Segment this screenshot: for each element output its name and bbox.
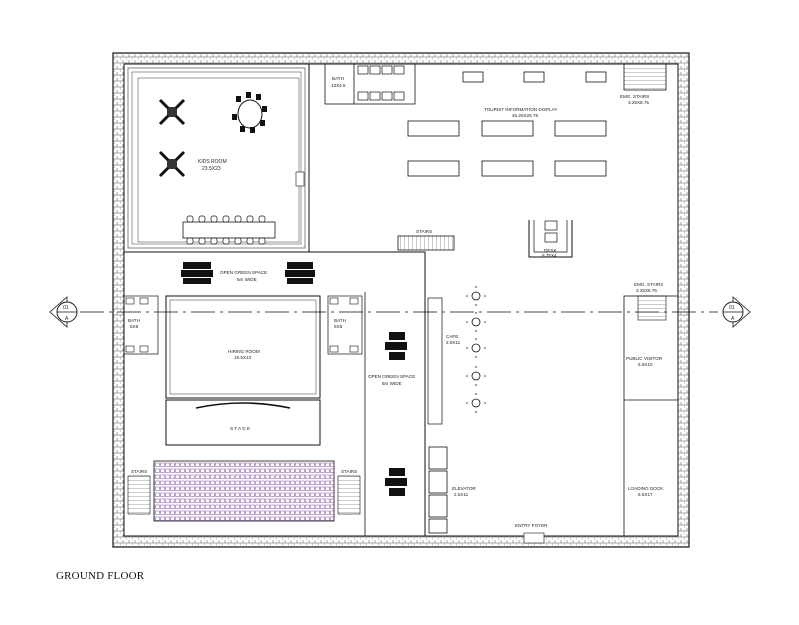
kids-room: KIDS ROOM 23.5X23 <box>123 63 310 253</box>
open-green-mid-size: 5m WIDE <box>382 381 402 386</box>
emg-stairs-top: EMG. STAIRS 3.25X8.75 <box>620 63 667 105</box>
section-letter-left: A <box>65 316 69 322</box>
desk: DESK 6.75X4 <box>528 220 573 258</box>
public-visitor-size: 6.5X10 <box>638 362 653 367</box>
central-block <box>123 64 426 537</box>
open-green-mid-label: OPEN GREEN SPACE <box>368 374 415 379</box>
kids-room-label: KIDS ROOM <box>198 159 227 165</box>
stage: S T A G E <box>165 399 321 446</box>
bath-right-label: BATH <box>334 318 346 323</box>
section-marker-left: 01 A <box>49 296 78 328</box>
section-letter-right: A <box>731 316 735 322</box>
stairs-mid: STAIRS <box>397 229 455 251</box>
open-green-top-label: OPEN GREEN SPACE <box>220 270 267 275</box>
open-green-top: OPEN GREEN SPACE 5m WIDE <box>181 262 315 284</box>
loading-dock-label: LOADING DOCK <box>628 486 664 491</box>
stairs-mid-label: STAIRS <box>416 229 432 234</box>
entry-foyer: ENTRY FOYER <box>515 523 548 544</box>
bath-right-size: 5X8 <box>334 324 343 329</box>
kids-room-size: 23.5X23 <box>202 166 221 172</box>
open-green-mid: OPEN GREEN SPACE 5m WIDE <box>368 332 415 496</box>
cafe: CAFE 2.5X11 <box>427 286 486 425</box>
hiring-room-size: 19.5X13 <box>234 355 252 360</box>
kids-bench <box>182 215 276 245</box>
bath-top: BATH 13X4.5 <box>324 63 416 105</box>
bath-right: BATH 5X8 <box>327 295 363 355</box>
right-service-column: EMG. STAIRS 3.25X8.75 PUBLIC VISITOR 6.5… <box>623 282 679 537</box>
section-marker-right: 01 A <box>722 296 751 328</box>
bath-left-size: 5X8 <box>130 324 139 329</box>
emg-stairs-mid-label: EMG. STAIRS <box>634 282 663 287</box>
hiring-room-label: HIRING ROOM <box>228 349 260 354</box>
desk-size: 6.75X4 <box>542 253 557 258</box>
elevator-size: 2.5X11 <box>454 492 469 497</box>
emg-stairs-top-label: EMG. STAIRS <box>620 94 649 99</box>
auditorium-seating: STAIRS STAIRS <box>127 460 361 522</box>
loading-dock-size: 6.5X17 <box>638 492 653 497</box>
public-visitor-label: PUBLIC VISITOR <box>626 356 663 361</box>
drawing-title: GROUND FLOOR <box>56 570 145 582</box>
kids-round-table <box>232 92 267 133</box>
emg-stairs-mid-size: 3.25X8.75 <box>636 288 657 293</box>
tourist-display: TOURIST INFORMATION DISPLAY 45.25X25.75 <box>407 71 607 177</box>
elevator-label: ELEVATOR <box>452 486 476 491</box>
cafe-size: 2.5X11 <box>446 340 461 345</box>
bath-left-label: BATH <box>128 318 140 323</box>
section-number-right: 01 <box>729 305 735 311</box>
cafe-label: CAFE <box>446 334 458 339</box>
tourist-display-label: TOURIST INFORMATION DISPLAY <box>484 107 557 112</box>
elevator: ELEVATOR 2.5X11 <box>428 446 476 534</box>
hiring-room: HIRING ROOM 19.5X13 <box>165 295 321 399</box>
desk-label: DESK <box>544 248 557 253</box>
stage-label: S T A G E <box>230 426 250 431</box>
emg-stairs-top-size: 3.25X8.75 <box>628 100 649 105</box>
kids-table-cluster-2 <box>158 150 186 178</box>
section-number-left: 01 <box>63 305 69 311</box>
bath-top-size: 13X4.5 <box>331 83 346 88</box>
entry-foyer-label: ENTRY FOYER <box>515 523 548 528</box>
tourist-display-size: 45.25X25.75 <box>512 113 539 118</box>
stairs-right-label: STAIRS <box>341 469 357 474</box>
kids-table-cluster-1 <box>158 98 186 126</box>
bath-top-label: BATH <box>332 76 344 81</box>
bath-left: BATH 5X8 <box>123 295 159 355</box>
stairs-left-label: STAIRS <box>131 469 147 474</box>
open-green-top-size: 5m WIDE <box>237 277 257 282</box>
